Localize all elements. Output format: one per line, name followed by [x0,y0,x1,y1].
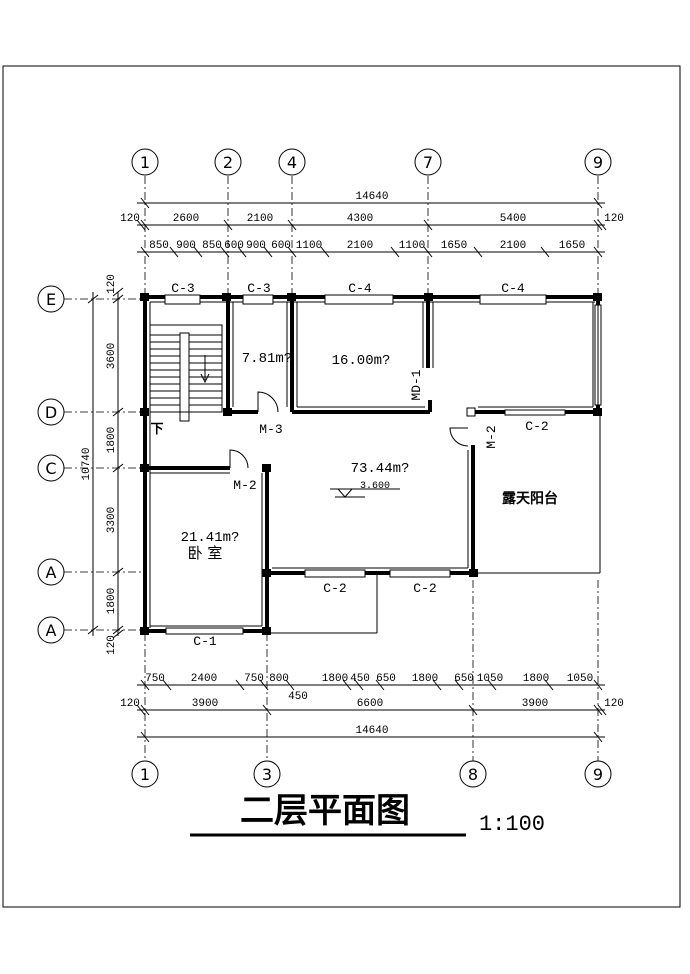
dim-top-row1: 4300 [347,213,373,225]
dim-bottom-row1: 1050 [477,673,503,685]
axis-label-left: E [46,290,56,309]
dim-top-row2: 600 [224,240,244,252]
axis-label-top: 9 [593,153,603,172]
dim-bottom-row1: 450 [350,673,370,685]
axis-label-bottom: 3 [262,765,272,784]
drawing-frame [2,65,681,908]
axis-lines [64,176,599,762]
room-area: 21.41m? [181,530,240,546]
dim-top-row2: 900 [246,240,266,252]
dim-bottom-row1: 750 [145,673,165,685]
room-area: 73.44m? [351,461,410,477]
door-label: M-2 [233,478,256,493]
room-name-terrace: 露天阳台 [502,490,558,507]
axis-label-left: A [46,563,57,582]
dim-left-segment: 120 [106,635,118,655]
dim-left-segment: 3600 [106,343,118,369]
window-label: C-2 [323,581,346,596]
dim-bottom-row1: 650 [454,673,474,685]
dim-top-row2: 600 [271,240,291,252]
dim-top-row2: 1100 [399,240,425,252]
dim-bottom-row1: 800 [269,673,289,685]
dim-bottom-row1: 650 [376,673,396,685]
dim-bottom-row1: 2400 [191,673,217,685]
dim-bottom-total: 14640 [355,725,388,737]
bottom-dimension-lines [136,679,607,743]
door-label: M-2 [484,425,499,448]
drawing-title: 二层平面图 [240,791,410,831]
interior-walls [145,297,598,470]
columns [140,293,602,635]
dim-bottom-row1: 750 [244,673,264,685]
window-label: C-3 [247,281,270,296]
dim-bottom-row2: 120 [604,698,624,710]
dim-left-total: 10740 [81,447,93,480]
axis-label-left: C [45,459,56,478]
axis-bubbles [37,148,612,788]
window-label: C-4 [348,281,372,296]
dim-left-segment: 1800 [106,588,118,614]
top-dim-row2-ticks [140,246,603,258]
dim-bottom-row2: 3900 [522,698,548,710]
window-label: C-2 [413,581,436,596]
level-marker [330,488,400,498]
dim-top-row2: 900 [176,240,196,252]
room-area: 16.00m? [332,353,391,369]
drawing-scale: 1:100 [479,812,545,837]
dim-bottom-row1: 1050 [567,673,593,685]
axis-label-bottom: 8 [468,765,478,784]
dim-top-row2: 2100 [347,240,373,252]
door-label: MD-1 [409,369,424,400]
dim-bottom-row1: 1800 [322,673,348,685]
room-name-bedroom: 卧 室 [188,544,223,562]
dim-bottom-row1: 1800 [523,673,549,685]
top-dimension-lines [136,197,607,253]
axis-label-bottom: 1 [140,765,150,784]
dim-top-row1: 120 [604,213,624,225]
axis-label-top: 2 [223,153,233,172]
dim-left-segment: 3300 [106,507,118,533]
axis-label-top: 4 [287,153,297,172]
window-label: C-1 [193,634,217,649]
dim-left-segment: 1800 [106,427,118,453]
window-label: C-3 [171,281,194,296]
dim-top-total: 14640 [355,191,388,203]
dim-top-row2: 1650 [441,240,467,252]
dim-bottom-row1: 1800 [412,673,438,685]
staircase [149,324,223,422]
dim-bottom-row2: 6600 [357,698,383,710]
window-label: C-2 [525,419,548,434]
dim-top-row2: 1100 [296,240,322,252]
terrace-outline [267,412,601,634]
dim-bottom-row2: 3900 [192,698,218,710]
axis-label-left: A [46,621,57,640]
window-openings [164,294,602,635]
window-label: C-4 [501,281,525,296]
dim-bottom-extra: 450 [288,691,308,703]
dim-top-row1: 5400 [500,213,526,225]
room-area: 7.81m? [242,351,292,367]
dim-top-row1: 2600 [173,213,199,225]
door-label: M-3 [259,422,282,437]
dim-top-row1: 2100 [247,213,273,225]
dim-top-row2: 850 [202,240,222,252]
axis-label-top: 1 [140,153,150,172]
dim-left-segment: 120 [106,274,118,294]
axis-label-top: 7 [423,153,433,172]
door-swings [229,391,476,469]
axis-label-left: D [45,403,57,422]
level-label: 3.600 [360,481,390,492]
dim-top-row2: 1650 [559,240,585,252]
left-dimension-lines [87,287,124,639]
dim-bottom-row2: 120 [120,698,140,710]
dim-top-row2: 850 [149,240,169,252]
dim-top-row1: 120 [120,213,140,225]
axis-label-bottom: 9 [593,765,603,784]
stair-down-label: 下 [150,422,163,437]
dim-top-row2: 2100 [500,240,526,252]
